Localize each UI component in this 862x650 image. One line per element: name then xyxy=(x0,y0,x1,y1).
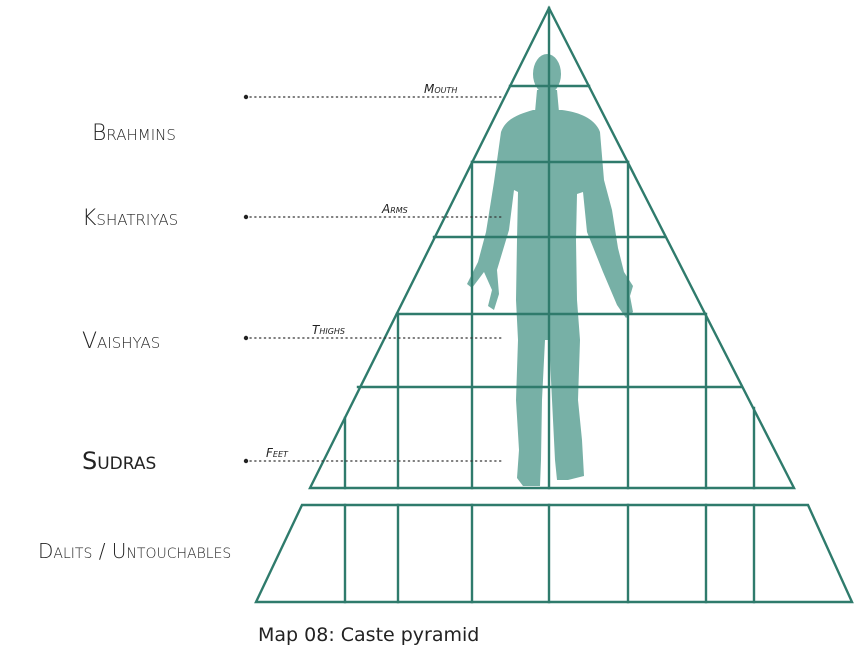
leader-dot xyxy=(244,459,248,463)
body-part-label-arms: Arms xyxy=(381,202,408,216)
body-part-label-mouth: Mouth xyxy=(424,82,457,96)
leader-dot xyxy=(244,95,248,99)
caste-label-kshatriyas: Kshatriyas xyxy=(82,206,178,231)
caste-label-dalits: Dalits / Untouchables xyxy=(38,539,231,563)
leaders xyxy=(244,95,504,463)
caste-label-sudras: Sudras xyxy=(82,447,156,475)
body-part-label-thighs: Thighs xyxy=(312,323,345,337)
caption: Map 08: Caste pyramid xyxy=(258,624,479,646)
base-trapezoid-grid xyxy=(256,505,852,602)
caste-label-brahmins: Brahmins xyxy=(92,121,176,146)
caste-label-vaishyas: Vaishyas xyxy=(82,329,160,354)
leader-dot xyxy=(244,215,248,219)
body-part-label-feet: Feet xyxy=(266,446,289,460)
leader-dot xyxy=(244,336,248,340)
